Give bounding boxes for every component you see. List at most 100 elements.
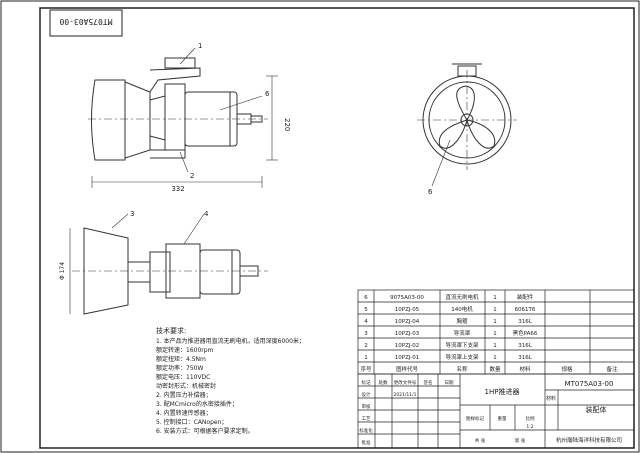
bom-mat-4: 316L bbox=[518, 319, 532, 325]
bom-mat-1: 316L bbox=[518, 355, 532, 361]
bom-header-name: 名称 bbox=[456, 365, 468, 373]
bom-mat-2: 316L bbox=[518, 343, 532, 349]
bom-code-6: 9075A03-00 bbox=[390, 295, 424, 301]
blade-2 bbox=[438, 119, 468, 149]
bom-name-1: 导流罩上支架 bbox=[445, 353, 479, 361]
tech-line-10: 5. 控制接口：CANopen； bbox=[156, 418, 227, 426]
front-view bbox=[417, 63, 517, 187]
tech-line-11: 6. 安装方式：可根据客户要求定制。 bbox=[156, 427, 254, 435]
bom-mat-3: 黑色PA66 bbox=[513, 329, 538, 337]
bom-mat-6: 装配件 bbox=[517, 293, 534, 301]
duct-taper bbox=[124, 81, 151, 159]
mount-plate bbox=[164, 57, 196, 69]
design-date: 2021/11/1 bbox=[393, 392, 416, 398]
tech-line-9: 4. 内置转速传感器； bbox=[156, 409, 212, 417]
title-block bbox=[357, 373, 635, 449]
dim-height: 220 bbox=[283, 118, 291, 131]
bom-no-3: 3 bbox=[364, 331, 368, 337]
connector-tip bbox=[251, 115, 263, 123]
rev-count: 处数 bbox=[379, 379, 388, 386]
tech-line-2: 额定转速：1600rpm bbox=[156, 346, 214, 354]
rotated-code: MT075A03-00 bbox=[59, 17, 112, 26]
bom-header-no: 序号 bbox=[360, 365, 372, 373]
bom-no-6: 6 bbox=[364, 295, 368, 301]
role-design: 设计 bbox=[362, 391, 371, 398]
callout-6-front: 6 bbox=[428, 188, 433, 196]
tech-line-7: 2. 内置压力补偿器； bbox=[156, 391, 212, 399]
role-standard: 标准化 bbox=[359, 427, 373, 434]
side-view bbox=[88, 47, 278, 188]
drawing-code: MT075A03-00 bbox=[565, 380, 614, 388]
sheet-total: 共 张 bbox=[475, 437, 486, 444]
bom-name-4: 胸箍 bbox=[456, 317, 468, 325]
connector-section bbox=[240, 265, 259, 277]
title-block-text: 标记 处数 更改文件号 签名 日期 设计 2021/11/1 审核 工艺 标准化… bbox=[359, 379, 622, 446]
bom-qty-5: 1 bbox=[493, 307, 497, 313]
bom-qty-3: 1 bbox=[493, 331, 497, 337]
bom-name-3: 导流罩 bbox=[454, 329, 471, 337]
tech-title: 技术要求: bbox=[156, 326, 186, 335]
blade-3 bbox=[466, 119, 496, 149]
inner-border bbox=[39, 7, 635, 449]
duct-side bbox=[91, 79, 126, 161]
rev-mark: 标记 bbox=[362, 379, 371, 386]
bom-header-code: 图样代号 bbox=[396, 365, 419, 373]
bom-rows: 6 9075A03-00 直流无刷电机 1 装配件 5 10PZJ-05 140… bbox=[360, 293, 618, 373]
scale-value: 1:2 bbox=[526, 424, 533, 430]
bom-no-4: 4 bbox=[364, 319, 368, 325]
material-label: 材料 bbox=[546, 395, 556, 402]
role-review: 审核 bbox=[362, 403, 371, 410]
doc-type: 装配体 bbox=[586, 405, 607, 414]
bom-no-2: 2 bbox=[364, 343, 368, 349]
bom-header-spec: 规格 bbox=[561, 365, 573, 373]
bom-header-material: 材料 bbox=[519, 365, 531, 373]
tech-line-6: 动密封形式：机械密封 bbox=[156, 382, 216, 390]
bom-code-3: 10PZJ-03 bbox=[395, 331, 420, 337]
bom-code-2: 10PZJ-02 bbox=[395, 343, 420, 349]
bom-mat-5: 6061T6 bbox=[515, 307, 536, 313]
tech-requirements: 技术要求: 1. 本产品为推进器用直流无刷电机，适用深度6000米； 额定转速：… bbox=[156, 326, 305, 435]
duct-section bbox=[83, 227, 129, 315]
callout-3: 3 bbox=[130, 210, 134, 218]
rev-sign: 签名 bbox=[424, 379, 433, 386]
tech-line-8: 3. 配MCmicro的水密接插件； bbox=[156, 400, 238, 408]
bom-name-2: 导流罩下支架 bbox=[445, 341, 479, 349]
stem bbox=[128, 261, 151, 283]
callout-4: 4 bbox=[204, 210, 209, 218]
dim-diameter: Φ 174 bbox=[59, 262, 66, 280]
bom-code-5: 10PZJ-05 bbox=[395, 307, 420, 313]
section-view bbox=[69, 213, 268, 315]
mark-label: 图样标记 bbox=[466, 415, 484, 422]
company-name: 杭州瀚陆海洋科技有限公司 bbox=[556, 436, 622, 444]
callout-6-side: 6 bbox=[265, 90, 270, 98]
tech-line-1: 1. 本产品为推进器用直流无刷电机，适用深度6000米； bbox=[156, 337, 305, 345]
lower-bracket bbox=[150, 149, 186, 159]
hub bbox=[149, 95, 166, 141]
callout-2: 2 bbox=[190, 172, 194, 180]
bom-header-remark: 备注 bbox=[606, 365, 618, 373]
weight-label: 重量 bbox=[498, 415, 507, 422]
tech-line-4: 额定功率：750W bbox=[156, 364, 203, 372]
blade-1 bbox=[456, 85, 475, 121]
upper-bracket bbox=[149, 67, 201, 93]
bom-code-1: 10PZJ-01 bbox=[395, 355, 420, 361]
product-name: 1HP推进器 bbox=[485, 387, 520, 396]
clamp bbox=[164, 83, 186, 151]
clamp-section bbox=[149, 251, 171, 293]
bom-no-5: 5 bbox=[364, 307, 368, 313]
bom-code-4: 10PZJ-04 bbox=[395, 319, 420, 325]
rev-doc: 更改文件号 bbox=[394, 379, 417, 386]
bom-qty-1: 1 bbox=[493, 355, 497, 361]
bom-name-6: 直流无刷电机 bbox=[445, 293, 479, 301]
role-approve: 批准 bbox=[362, 439, 371, 446]
tech-line-5: 额定电压：110VDC bbox=[156, 373, 210, 381]
dim-width: 332 bbox=[171, 185, 184, 193]
role-process: 工艺 bbox=[362, 416, 371, 422]
scale-label: 比例 bbox=[526, 415, 535, 422]
tech-line-3: 额定扭矩：4.5Nm bbox=[156, 355, 206, 363]
bom-qty-6: 1 bbox=[493, 295, 497, 301]
callout-1: 1 bbox=[198, 42, 202, 50]
sheet-page: 第 张 bbox=[515, 437, 526, 444]
bom-qty-4: 1 bbox=[493, 319, 497, 325]
